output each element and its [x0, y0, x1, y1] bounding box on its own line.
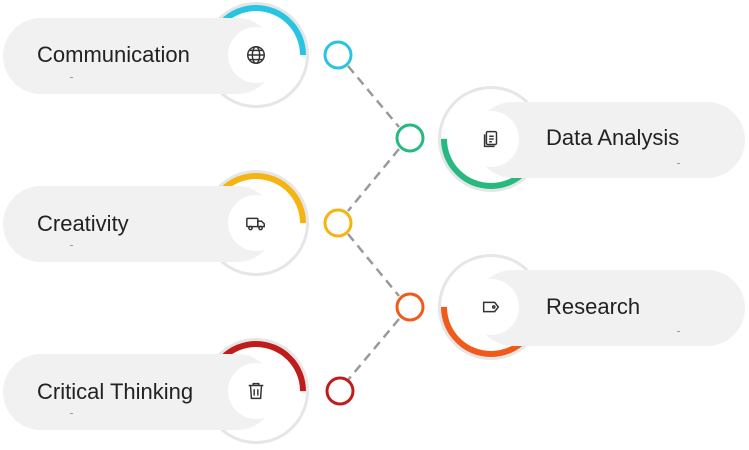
globe-icon [247, 46, 265, 64]
icon-disc-research [463, 279, 519, 335]
node-research [395, 292, 425, 322]
icon-disc-creativity [228, 195, 284, 251]
label-critical-thinking: Critical Thinking [37, 379, 194, 404]
label-data-analysis: Data Analysis [546, 125, 680, 150]
connector-line-3 [347, 233, 400, 297]
icon-disc-critical-thinking [228, 363, 284, 419]
label-creativity: Creativity [37, 211, 129, 236]
node-data-analysis [395, 123, 425, 153]
connector-line-4 [347, 318, 400, 381]
label-research: Research [546, 294, 641, 319]
connector-line-2 [347, 148, 400, 212]
document-icon [483, 130, 498, 148]
tick-mark [70, 77, 73, 78]
node-communication [323, 40, 353, 70]
connector-line-1 [347, 65, 400, 128]
tick-mark [70, 413, 73, 414]
pill-data-analysis [475, 102, 745, 178]
node-critical-thinking [325, 376, 355, 406]
trash-icon [248, 382, 264, 400]
tick-mark [70, 245, 73, 246]
icon-disc-data-analysis [463, 111, 519, 167]
tick-mark [677, 163, 680, 164]
truck-icon [246, 217, 265, 231]
pill-research [475, 270, 745, 346]
node-creativity [323, 208, 353, 238]
tag-icon [482, 301, 500, 313]
label-communication: Communication [37, 42, 190, 67]
icon-disc-communication [228, 27, 284, 83]
tick-mark [677, 331, 680, 332]
